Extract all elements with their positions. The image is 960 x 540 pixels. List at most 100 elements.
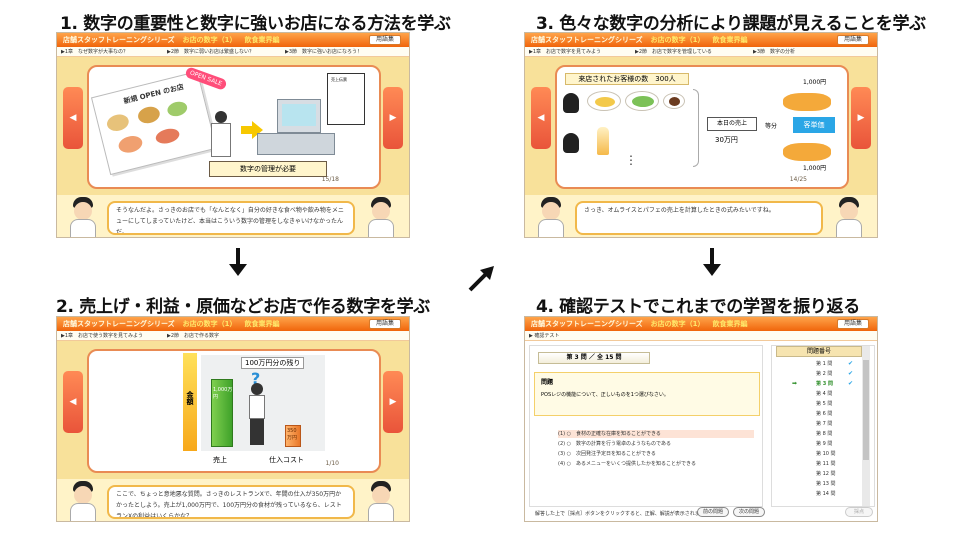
- graph-area: 100万円分の残り 1,000万円 ? 350万円: [201, 355, 325, 451]
- prev-page-button[interactable]: ◀: [63, 87, 83, 149]
- crumb-chapter[interactable]: ▶1章 なぜ数字が大事なの？: [61, 49, 129, 55]
- breadcrumb: ▶ 確認テスト: [525, 331, 877, 341]
- answer-option-1[interactable]: (1) ○ 食材の正確な在庫を知ることができる: [558, 430, 754, 438]
- cost-label: 仕入コスト: [269, 456, 304, 464]
- cost-bar: 350万円: [285, 425, 301, 447]
- omelette-illustration: [587, 91, 621, 111]
- cost-bar-value: 350万円: [287, 428, 298, 441]
- level-title: 飲食業界編: [712, 36, 748, 44]
- coffee-illustration: [663, 93, 685, 109]
- question-list-item[interactable]: 第 1 問: [816, 361, 833, 367]
- crumb-section-2[interactable]: ▶2節 数字に弱いお店は繁盛しない？: [167, 49, 255, 55]
- lesson-card: 金額 100万円分の残り 1,000万円 ? 350万円 売上 仕入コスト 1/…: [87, 349, 381, 473]
- chevron-left-icon: ◀: [537, 113, 545, 123]
- course-title: お店の数字（1）: [182, 36, 237, 44]
- question-list-item[interactable]: 第 8 問: [816, 431, 833, 437]
- level-title: 飲食業界編: [244, 36, 280, 44]
- problem-panel: 問題 POSレジの機能について、正しいものを1つ選びなさい。: [534, 372, 760, 416]
- crumb-chapter[interactable]: ▶1章 お店で数字を見てみよう: [529, 49, 602, 55]
- course-title: お店の数字（1）: [650, 36, 705, 44]
- question-list-item[interactable]: 第 12 問: [816, 471, 836, 477]
- crumb-chapter[interactable]: ▶1章 お店で使う数字を見てみよう: [61, 333, 144, 339]
- avatar-staff: [365, 481, 397, 521]
- question-list-item[interactable]: 第 4 問: [816, 391, 833, 397]
- avatar-staff: [365, 197, 397, 237]
- question-separator: ／: [588, 354, 595, 361]
- answer-option-4[interactable]: (4) ○ あるメニューをいくつ提供したかを知ることができる: [558, 461, 696, 467]
- crumb-section-3[interactable]: ▶3節 数字の分析: [753, 49, 796, 55]
- food-illustration: [136, 104, 162, 126]
- screen-step2: 店舗スタッフトレーニングシリーズお店の数字（1）飲食業界編 用語集 ▶1章 お店…: [56, 316, 410, 522]
- dialogue-area: そうなんだよ。さっきのお店でも「なんとなく」自分の好きな食べ物や飲み物をメニュー…: [57, 195, 409, 237]
- food-illustration: [165, 99, 189, 119]
- series-title: 店舗スタッフトレーニングシリーズ: [531, 36, 643, 44]
- question-list-item[interactable]: 第 11 問: [816, 461, 836, 467]
- question-list-item[interactable]: 第 6 問: [816, 411, 833, 417]
- page-counter: 1/10: [325, 460, 339, 467]
- arrow-up-right-icon: [468, 266, 494, 292]
- price-cloud-bottom: [783, 143, 831, 161]
- question-list-scrollbar[interactable]: [862, 346, 870, 506]
- price-bottom: 1,000円: [803, 165, 827, 172]
- answer-option-3[interactable]: (3) ○ 次回発注予定日を知ることができる: [558, 451, 656, 457]
- next-page-button[interactable]: ▶: [383, 87, 403, 149]
- prev-page-button[interactable]: ◀: [531, 87, 551, 149]
- lesson-card: 来店されたお客様の数 300人 ⋮ 本日の売上 30万円 等分 1,000円 客…: [555, 65, 849, 189]
- question-list-item-current[interactable]: 第 3 問: [816, 381, 833, 387]
- food-illustration: [116, 133, 145, 155]
- question-list-item[interactable]: 第 9 問: [816, 441, 833, 447]
- question-list-item[interactable]: 第 10 問: [816, 451, 836, 457]
- avatar-manager: [535, 197, 567, 237]
- menu-book-illustration: 新規 OPEN のお店: [90, 70, 218, 176]
- sales-label: 売上: [213, 456, 227, 464]
- prev-page-button[interactable]: ◀: [63, 371, 83, 433]
- question-number-header: 第 3 問 ／ 全 15 問: [538, 352, 650, 364]
- check-icon: ✔: [848, 370, 854, 377]
- more-indicator: ⋮: [625, 153, 637, 167]
- page-counter: 15/18: [321, 176, 339, 183]
- sales-label: 本日の売上: [707, 117, 757, 131]
- crumb-section-3[interactable]: ▶3節 数字に強いお店になろう！: [285, 49, 363, 55]
- question-frame: 第 3 問 ／ 全 15 問 問題 POSレジの機能について、正しいものを1つ選…: [529, 345, 763, 507]
- chevron-right-icon: ▶: [389, 397, 397, 407]
- next-question-button[interactable]: 次の問題: [733, 507, 765, 517]
- customer-count: 来店されたお客様の数 300人: [565, 73, 689, 85]
- crumb-section-2[interactable]: ▶2節 お店で数字を管理している: [635, 49, 712, 55]
- step-4-title: 4. 確認テストでこれまでの学習を振り返る: [536, 297, 860, 317]
- next-page-button[interactable]: ▶: [851, 87, 871, 149]
- screen-step4: 店舗スタッフトレーニングシリーズお店の数字（1）飲食業界編 用語集 ▶ 確認テス…: [524, 316, 878, 522]
- remaining-banner: 100万円分の残り: [241, 357, 305, 369]
- parfait-illustration: [597, 127, 609, 155]
- glossary-button[interactable]: 用語集: [836, 35, 869, 45]
- question-list-item[interactable]: 第 7 問: [816, 421, 833, 427]
- app-header: 店舗スタッフトレーニングシリーズお店の数字（1） 飲食業界編 用語集: [57, 33, 409, 47]
- customer-avatar: [563, 133, 579, 153]
- grading-hint: 解答した上で［採点］ボタンをクリックすると、正解、解説が表示されます。: [535, 511, 710, 517]
- app-header: 店舗スタッフトレーニングシリーズお店の数字（1）飲食業界編 用語集: [525, 317, 877, 331]
- problem-label: 問題: [541, 379, 554, 386]
- computer-illustration: [277, 99, 321, 133]
- dialogue-area: さっき、オムライスとパフェの売上を計算したときの式みたいですね。: [525, 195, 877, 237]
- question-list-item[interactable]: 第 13 問: [816, 481, 836, 487]
- glossary-button[interactable]: 用語集: [368, 35, 401, 45]
- check-icon: ✔: [848, 380, 854, 387]
- lesson-stage: ◀ 来店されたお客様の数 300人 ⋮ 本日の売上 30万円 等分 1,000円…: [525, 57, 877, 195]
- next-page-button[interactable]: ▶: [383, 371, 403, 433]
- step-2-title: 2. 売上げ・利益・原価などお店で作る数字を学ぶ: [56, 297, 431, 317]
- glossary-button[interactable]: 用語集: [836, 319, 869, 329]
- answer-option-2[interactable]: (2) ○ 数字の計算を行う電卓のようなものである: [558, 441, 671, 447]
- lesson-stage: ◀ 新規 OPEN のお店 OPEN SALE 売上伝票 数字の管理が必要 15…: [57, 57, 409, 195]
- grade-button[interactable]: 採点: [845, 507, 873, 517]
- course-title: お店の数字（1）: [650, 320, 705, 328]
- series-title: 店舗スタッフトレーニングシリーズ: [63, 36, 175, 44]
- question-list-item[interactable]: 第 5 問: [816, 401, 833, 407]
- level-title: 飲食業界編: [712, 320, 748, 328]
- prev-question-button[interactable]: 前の問題: [697, 507, 729, 517]
- breadcrumb: ▶1章 お店で使う数字を見てみよう ▶2節 お店で作る数字: [57, 331, 409, 341]
- question-list-item[interactable]: 第 14 問: [816, 491, 836, 497]
- step-1-title: 1. 数字の重要性と数字に強いお店になる方法を学ぶ: [60, 14, 451, 34]
- crumb-section-2[interactable]: ▶2節 お店で作る数字: [167, 333, 220, 339]
- glossary-button[interactable]: 用語集: [368, 319, 401, 329]
- scrollbar-thumb[interactable]: [863, 360, 869, 460]
- question-list-item[interactable]: 第 2 問: [816, 371, 833, 377]
